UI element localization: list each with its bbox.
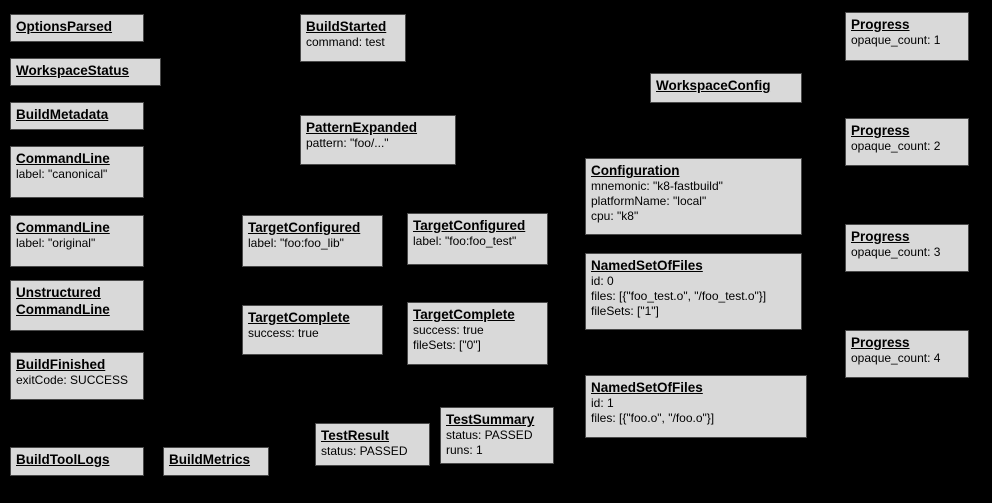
build-metrics-box: BuildMetrics	[163, 447, 269, 476]
target-configured-foo-lib-title: TargetConfigured	[248, 220, 361, 235]
command-line-original-field-0: label: "original"	[16, 236, 96, 250]
build-metrics-title: BuildMetrics	[169, 452, 251, 467]
progress-1-title: Progress	[851, 17, 910, 32]
named-set-of-files-1-title: NamedSetOfFiles	[591, 380, 703, 395]
named-set-of-files-1-field-1: files: [{"foo.o", "/foo.o"}]	[591, 411, 715, 425]
workspace-status-box: WorkspaceStatus	[10, 58, 161, 86]
pattern-expanded-title: PatternExpanded	[306, 120, 418, 135]
test-result-field-0: status: PASSED	[321, 444, 408, 458]
target-complete-foo-lib-field-0: success: true	[248, 326, 319, 340]
target-complete-foo-test-field-1: fileSets: ["0"]	[413, 338, 481, 352]
build-finished-title: BuildFinished	[16, 357, 106, 372]
build-tool-logs-box: BuildToolLogs	[10, 447, 144, 476]
build-finished-field-0: exitCode: SUCCESS	[16, 373, 129, 387]
named-set-of-files-0-title: NamedSetOfFiles	[591, 258, 703, 273]
unstructured-command-line-title: Unstructured CommandLine	[16, 285, 110, 317]
build-started-title: BuildStarted	[306, 19, 387, 34]
progress-2-field-0: opaque_count: 2	[851, 139, 941, 153]
build-metadata-title: BuildMetadata	[16, 107, 109, 122]
workspace-config-title: WorkspaceConfig	[656, 78, 771, 93]
progress-4-title: Progress	[851, 335, 910, 350]
test-result-title: TestResult	[321, 428, 390, 443]
named-set-of-files-0-field-1: files: [{"foo_test.o", "/foo_test.o"}]	[591, 289, 767, 303]
target-configured-foo-test-title: TargetConfigured	[413, 218, 526, 233]
command-line-canonical-title: CommandLine	[16, 151, 110, 166]
target-configured-foo-test-field-0: label: "foo:foo_test"	[413, 234, 517, 248]
test-summary-field-0: status: PASSED	[446, 428, 533, 442]
progress-3-field-0: opaque_count: 3	[851, 245, 941, 259]
build-tool-logs-title: BuildToolLogs	[16, 452, 110, 467]
build-started-field-0: command: test	[306, 35, 385, 49]
unstructured-command-line-box: Unstructured CommandLine	[10, 280, 144, 331]
command-line-original-title: CommandLine	[16, 220, 110, 235]
configuration-title: Configuration	[591, 163, 680, 178]
options-parsed-title: OptionsParsed	[16, 19, 113, 34]
options-parsed-box: OptionsParsed	[10, 14, 144, 42]
target-complete-foo-test-title: TargetComplete	[413, 307, 515, 322]
command-line-canonical-field-0: label: "canonical"	[16, 167, 108, 181]
configuration-field-0: mnemonic: "k8-fastbuild"	[591, 179, 723, 193]
progress-2-title: Progress	[851, 123, 910, 138]
test-summary-title: TestSummary	[446, 412, 535, 427]
build-metadata-box: BuildMetadata	[10, 102, 144, 130]
target-configured-foo-lib-field-0: label: "foo:foo_lib"	[248, 236, 344, 250]
progress-3-title: Progress	[851, 229, 910, 244]
progress-1-field-0: opaque_count: 1	[851, 33, 941, 47]
named-set-of-files-0-field-0: id: 0	[591, 274, 614, 288]
named-set-of-files-1-field-0: id: 1	[591, 396, 614, 410]
workspace-status-title: WorkspaceStatus	[16, 63, 130, 78]
workspace-config-box: WorkspaceConfig	[650, 73, 802, 103]
configuration-field-1: platformName: "local"	[591, 194, 707, 208]
configuration-field-2: cpu: "k8"	[591, 209, 639, 223]
target-complete-foo-lib-title: TargetComplete	[248, 310, 350, 325]
target-complete-foo-test-field-0: success: true	[413, 323, 484, 337]
test-summary-field-1: runs: 1	[446, 443, 483, 457]
pattern-expanded-field-0: pattern: "foo/..."	[306, 136, 389, 150]
progress-4-field-0: opaque_count: 4	[851, 351, 941, 365]
named-set-of-files-0-field-2: fileSets: ["1"]	[591, 304, 659, 318]
